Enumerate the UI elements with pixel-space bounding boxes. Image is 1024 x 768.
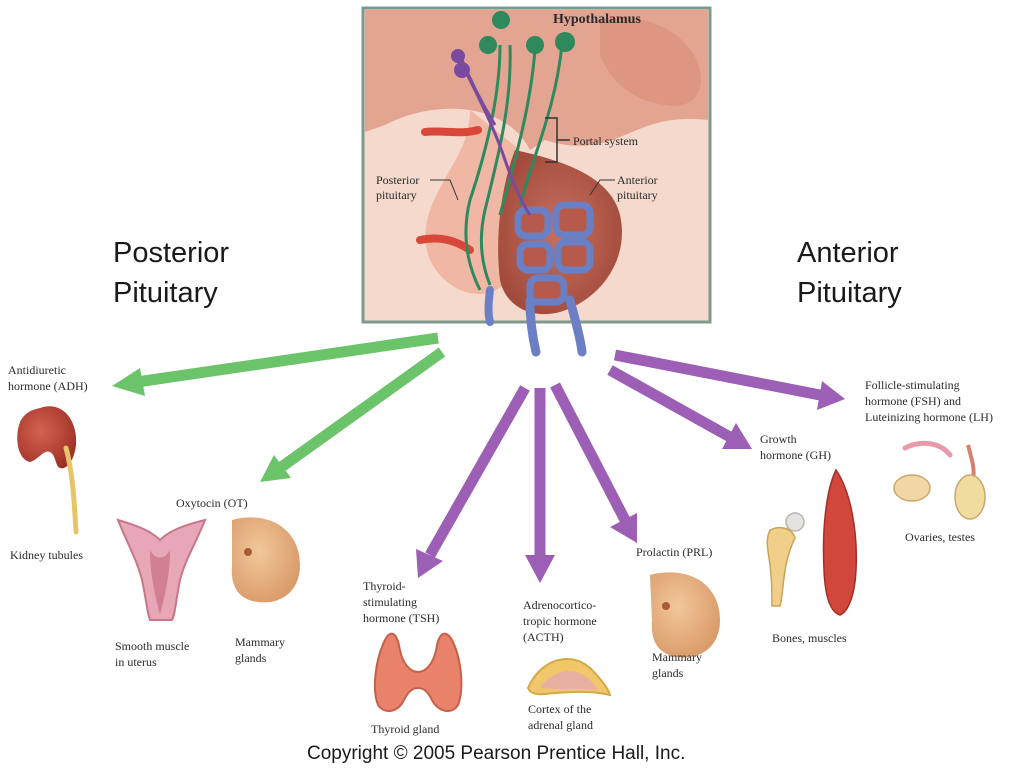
mammary-ot-label-line1: Mammary — [235, 635, 285, 649]
tsh-label-line3: hormone (TSH) — [363, 611, 439, 625]
arrow-to-adh — [136, 332, 439, 388]
mammary-gland-icon — [650, 572, 720, 658]
arrow-head-acth — [525, 555, 555, 583]
arrow-head-gh — [722, 423, 752, 449]
arrow-to-gh — [607, 365, 733, 442]
neuron-cell-body-icon — [454, 62, 470, 78]
posterior-pituitary-title-line1: Posterior — [113, 237, 229, 269]
hypothalamic-neurons-green — [464, 44, 564, 291]
acth-label-line3: (ACTH) — [523, 630, 564, 644]
thyroid-icon — [373, 632, 463, 712]
acth-label-line2: tropic hormone — [523, 614, 597, 628]
posterior-pituitary-small-label-line2: pituitary — [376, 188, 417, 202]
ot-label: Oxytocin (OT) — [176, 496, 248, 510]
gh-label-line2: hormone (GH) — [760, 448, 831, 462]
anterior-pituitary-small-label-line1: Anterior — [617, 173, 658, 187]
neuron-cell-body-icon — [451, 49, 465, 63]
artery-upper — [421, 126, 482, 137]
exit-vein-right — [565, 295, 587, 357]
mammary-ot-label-line2: glands — [235, 651, 267, 665]
adrenal-label-line1: Cortex of the — [528, 702, 591, 716]
tsh-label-line1: Thyroid- — [363, 579, 406, 593]
testis-icon — [954, 444, 986, 520]
gh-label-line1: Growth — [760, 432, 797, 446]
anterior-pituitary-title-line2: Pituitary — [797, 277, 902, 309]
adrenal-label-line2: adrenal gland — [528, 718, 593, 732]
arrow-head-tsh — [416, 549, 443, 578]
fsh-lh-label-line2: hormone (FSH) and — [865, 394, 961, 408]
fsh-lh-label-line3: Luteinizing hormone (LH) — [865, 410, 993, 424]
mammary-prl-label-line2: glands — [652, 666, 684, 680]
anterior-pointer-line — [589, 179, 615, 196]
arrow-to-tsh — [425, 385, 530, 558]
pituitary-illustration: Hypothalamus Portal system Posterior pit… — [361, 6, 712, 357]
uterus-label-line2: in uterus — [115, 655, 157, 669]
bones-muscles-label: Bones, muscles — [772, 631, 847, 645]
mammary-gland-icon — [231, 517, 300, 603]
prl-label: Prolactin (PRL) — [636, 545, 712, 559]
tsh-label-line2: stimulating — [363, 595, 417, 609]
uterus-icon — [116, 518, 207, 621]
portal-system-label: Portal system — [573, 134, 639, 148]
arrow-to-prl — [550, 382, 630, 523]
posterior-pituitary-title-line2: Pituitary — [113, 277, 218, 309]
anterior-pituitary-title-line1: Anterior — [797, 237, 899, 269]
neuron-cell-body-icon — [479, 36, 497, 54]
hypothalamic-neurons-purple — [458, 54, 532, 216]
bone-icon — [766, 512, 805, 607]
ovary-icon — [893, 440, 953, 502]
adh-label-line2: hormone (ADH) — [8, 379, 88, 393]
adrenal-gland-icon — [526, 658, 612, 697]
anterior-arrows — [416, 349, 845, 583]
arrow-head-ot — [260, 455, 291, 482]
adh-label-line1: Antidiuretic — [8, 363, 66, 377]
neuron-cell-body-icon — [555, 32, 575, 52]
acth-label-line1: Adrenocortico- — [523, 598, 596, 612]
neuron-cell-body-icon — [492, 11, 510, 29]
neuron-cell-body-icon — [526, 36, 544, 54]
uterus-label-line1: Smooth muscle — [115, 639, 189, 653]
portal-system-bracket — [545, 117, 570, 163]
arrow-head-fsh-lh — [817, 381, 845, 410]
muscle-icon — [822, 468, 858, 616]
posterior-pituitary-small-label-line1: Posterior — [376, 173, 419, 187]
arrow-head-prl — [610, 513, 637, 543]
thyroid-gland-label: Thyroid gland — [371, 722, 439, 736]
arrow-head-adh — [112, 368, 145, 396]
copyright-footer: Copyright © 2005 Pearson Prentice Hall, … — [307, 743, 685, 764]
arrow-to-ot — [276, 347, 446, 473]
capillary-network — [514, 201, 594, 306]
fsh-lh-label-line1: Follicle-stimulating — [865, 378, 960, 392]
anterior-pituitary-small-label-line2: pituitary — [617, 188, 658, 202]
kidney-tubules-label: Kidney tubules — [10, 548, 83, 562]
hypothalamus-label: Hypothalamus — [553, 12, 641, 27]
posterior-arrows — [112, 332, 446, 482]
kidney-icon — [17, 406, 79, 535]
posterior-pointer-line — [430, 179, 459, 201]
arrow-to-fsh-lh — [613, 349, 822, 401]
mammary-prl-label-line1: Mammary — [652, 650, 702, 664]
exit-vein-left — [525, 295, 541, 357]
ovaries-testes-label: Ovaries, testes — [905, 530, 975, 544]
